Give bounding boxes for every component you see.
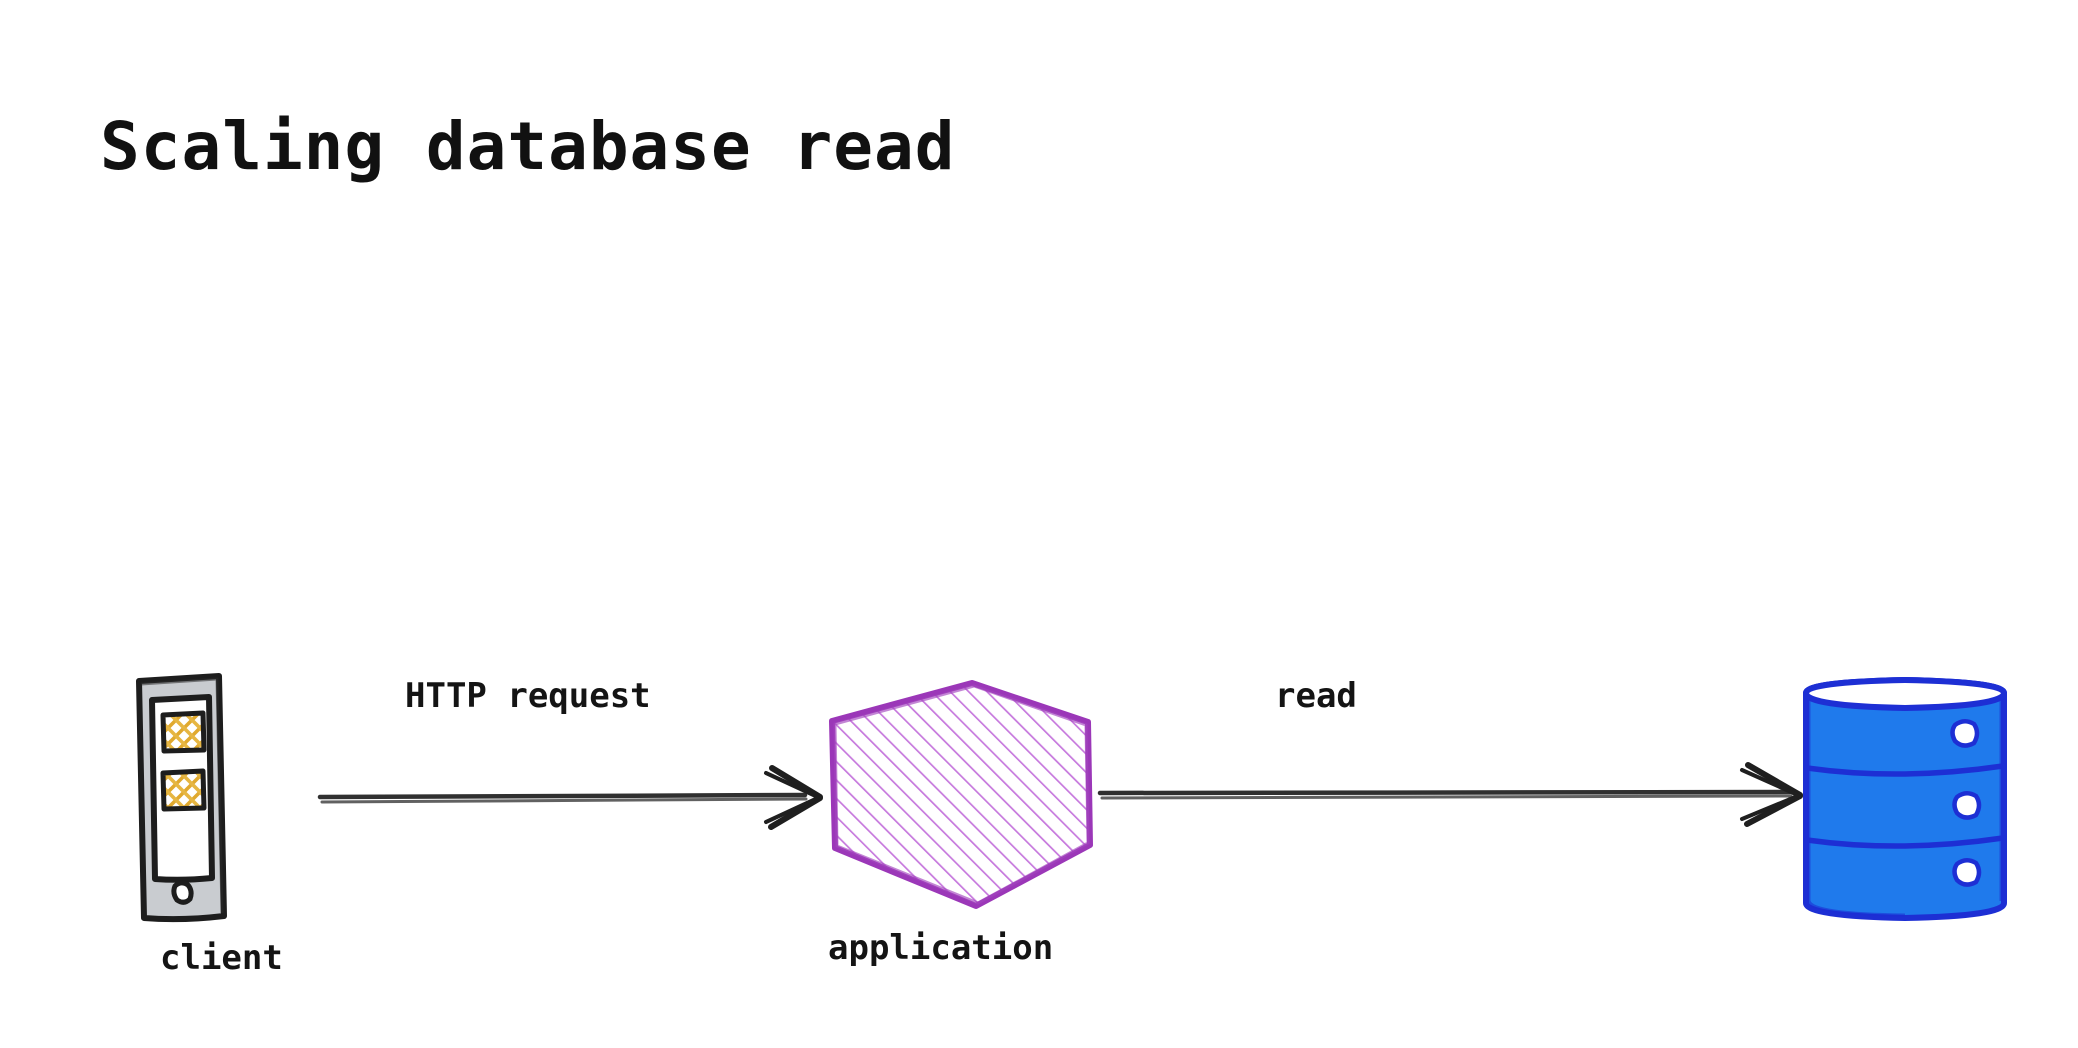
database-indicator-icon (1950, 719, 1980, 748)
edge-http-request (317, 765, 823, 830)
client-node[interactable] (136, 673, 227, 923)
database-indicator-icon (1952, 791, 1982, 820)
screen-content-block (160, 768, 207, 812)
database-indicator-icon (1952, 858, 1982, 887)
node-label-client: client (160, 938, 283, 978)
database-node-hitbox[interactable] (1790, 668, 2010, 918)
database-node[interactable] (1802, 676, 2008, 921)
hexagon-icon (829, 680, 1093, 909)
phone-home-button-icon (171, 880, 194, 905)
application-node[interactable] (829, 680, 1093, 909)
database-top-ellipse (1802, 676, 2008, 712)
application-node-hitbox[interactable] (822, 670, 1092, 920)
edge-label-read: read (1275, 676, 1357, 716)
client-node-hitbox[interactable] (130, 668, 300, 918)
database-band-divider (1804, 763, 2006, 777)
edge-label-http-request: HTTP request (405, 676, 651, 716)
database-sketch-stroke (1807, 700, 1906, 917)
edge-read (1097, 762, 1803, 827)
hexagon-sketch-stroke (833, 684, 1090, 905)
node-label-application: application (828, 928, 1054, 968)
screen-content-block (160, 710, 207, 754)
page-title: Scaling database read (100, 108, 956, 185)
database-band-divider (1804, 835, 2006, 849)
phone-body-sketch-stroke (140, 677, 224, 914)
